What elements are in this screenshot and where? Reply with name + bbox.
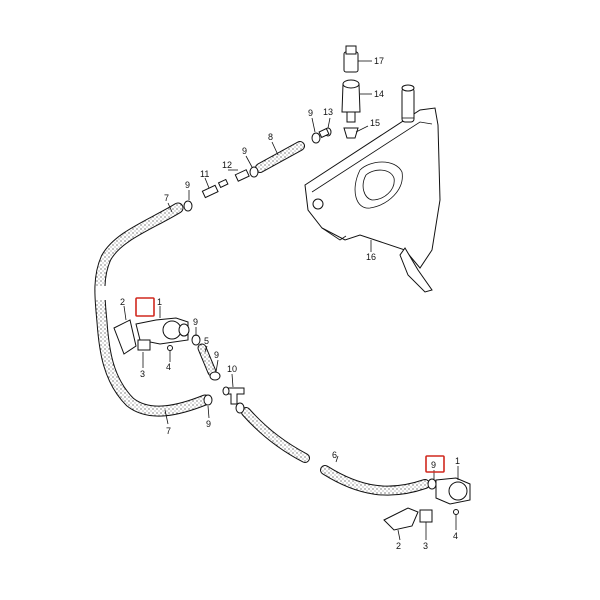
connector-17 [343, 51, 359, 73]
right-nozzle [383, 477, 471, 531]
callout-3: 3 [423, 541, 428, 551]
callout-9: 9 [193, 317, 198, 327]
cap-2-right [383, 507, 419, 531]
left-nozzle [113, 317, 245, 414]
callout-2: 2 [120, 297, 125, 307]
screw-4-left [167, 345, 173, 351]
callout-4: 4 [453, 531, 458, 541]
callout-9: 9 [308, 108, 313, 118]
callout-2: 2 [396, 541, 401, 551]
callout-14: 14 [374, 89, 384, 99]
callout-9: 9 [431, 460, 436, 470]
callout-1: 1 [455, 456, 460, 466]
callout-16: 16 [366, 252, 376, 262]
callout-6: 6 [332, 450, 337, 460]
callout-7: 7 [164, 193, 169, 203]
callout-13: 13 [323, 107, 333, 117]
callout-7: 7 [166, 426, 171, 436]
callout-9: 9 [185, 180, 190, 190]
hoses [94, 141, 430, 496]
callout-3: 3 [140, 369, 145, 379]
callout-15: 15 [370, 118, 380, 128]
upper-connectors [183, 127, 332, 212]
callout-12: 12 [222, 160, 232, 170]
leader-lines [123, 60, 459, 541]
washer-pump [341, 45, 361, 139]
screw-4-right [453, 509, 459, 515]
callout-5: 5 [204, 336, 209, 346]
callout-9: 9 [206, 419, 211, 429]
callout-9: 9 [242, 146, 247, 156]
highlight-box-right [425, 455, 445, 473]
grommet-15 [343, 127, 359, 139]
callout-9: 9 [214, 350, 219, 360]
bracket-3-right [419, 509, 433, 523]
callout-4: 4 [166, 362, 171, 372]
callout-8: 8 [268, 132, 273, 142]
highlight-box-left [135, 297, 155, 317]
callout-11: 11 [200, 169, 209, 179]
callout-1: 1 [157, 297, 162, 307]
washer-reservoir [304, 84, 441, 293]
bracket-3-left [137, 339, 151, 351]
callout-10: 10 [227, 364, 237, 374]
cap-2-left [113, 319, 137, 355]
callout-labels: 17 14 15 13 9 8 9 12 11 9 7 16 2 1 9 5 3… [120, 56, 460, 551]
callout-17: 17 [374, 56, 384, 66]
